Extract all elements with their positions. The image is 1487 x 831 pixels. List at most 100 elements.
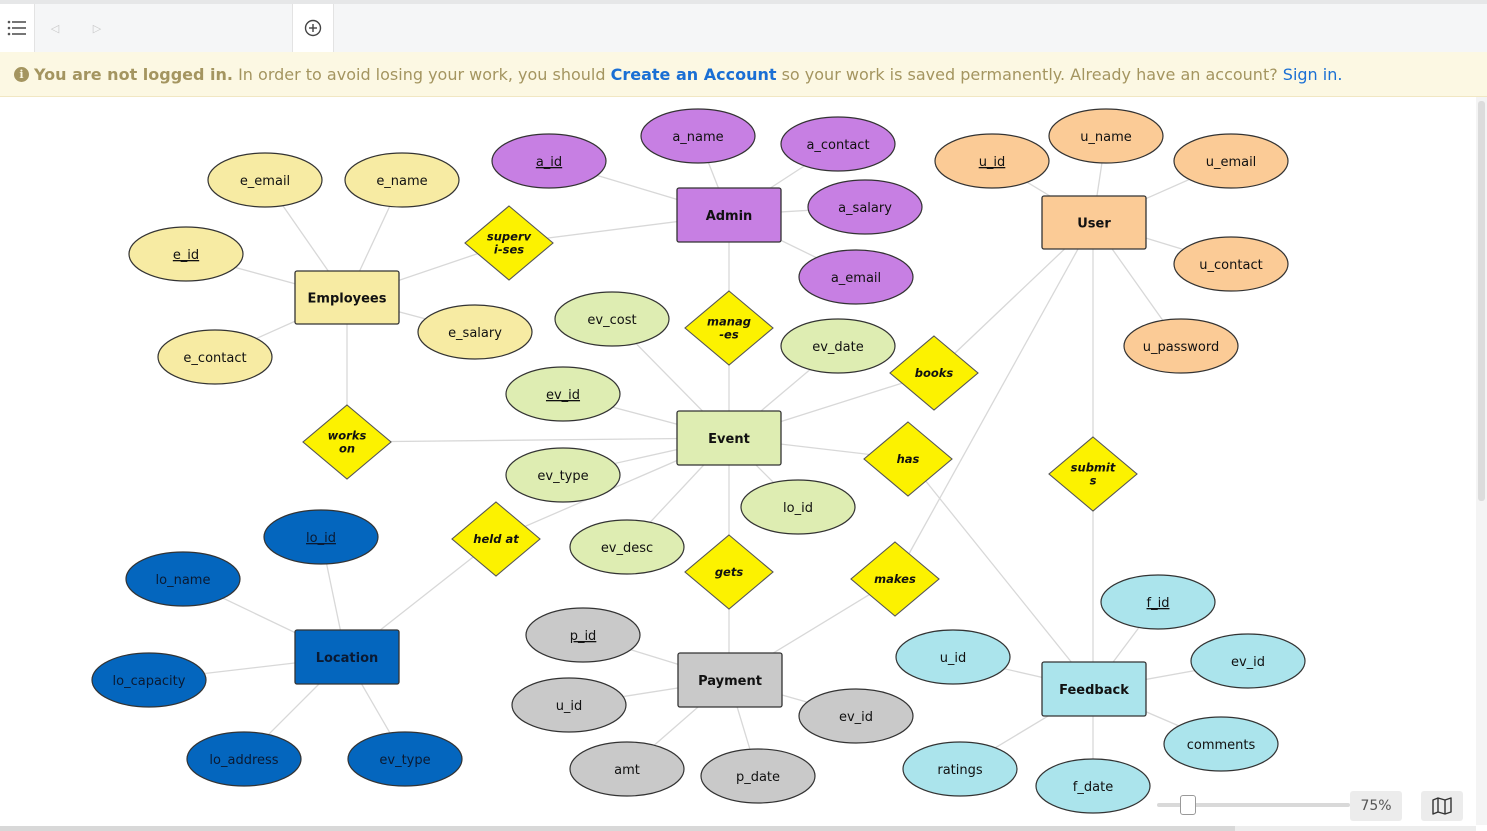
attribute-ellipse[interactable] [491, 133, 607, 189]
attribute-ellipse[interactable] [1173, 133, 1289, 189]
attribute-a-name[interactable]: a_name [640, 108, 756, 164]
entity-box[interactable] [294, 629, 400, 685]
attribute-ellipse[interactable] [1173, 236, 1289, 292]
relationship-held-at[interactable]: held at [451, 501, 541, 577]
relationship-diamond[interactable] [1048, 436, 1138, 512]
relationship-diamond[interactable] [889, 335, 979, 411]
attribute-p-u-id[interactable]: u_id [511, 677, 627, 733]
attribute-f-date[interactable]: f_date [1035, 758, 1151, 814]
attribute-ellipse[interactable] [554, 291, 670, 347]
attribute-amt[interactable]: amt [569, 741, 685, 797]
attribute-ellipse[interactable] [780, 116, 896, 172]
attribute-ellipse[interactable] [902, 741, 1018, 797]
zoom-slider-track[interactable] [1157, 803, 1350, 807]
entity-payment[interactable]: Payment [677, 652, 783, 708]
attribute-ellipse[interactable] [1123, 318, 1239, 374]
vertical-scrollbar[interactable] [1476, 97, 1487, 825]
map-icon[interactable] [1421, 791, 1463, 821]
attribute-u-name[interactable]: u_name [1048, 108, 1164, 164]
entity-admin[interactable]: Admin [676, 187, 782, 243]
entity-box[interactable] [676, 187, 782, 243]
attribute-ellipse[interactable] [505, 447, 621, 503]
attribute-lo-capacity[interactable]: lo_capacity [91, 652, 207, 708]
attribute-lo-address[interactable]: lo_address [186, 731, 302, 787]
attribute-f-ev-id[interactable]: ev_id [1190, 633, 1306, 689]
create-account-link[interactable]: Create an Account [610, 64, 777, 84]
relationship-manages[interactable]: manag-es [684, 290, 774, 366]
attribute-a-contact[interactable]: a_contact [780, 116, 896, 172]
horizontal-scrollbar-thumb[interactable] [0, 826, 1235, 831]
zoom-slider-thumb[interactable] [1180, 795, 1196, 815]
attribute-ev-id[interactable]: ev_id [505, 366, 621, 422]
attribute-lo-name[interactable]: lo_name [125, 551, 241, 607]
relationship-diamond[interactable] [850, 541, 940, 617]
attribute-lo-id[interactable]: lo_id [263, 509, 379, 565]
attribute-ellipse[interactable] [91, 652, 207, 708]
plus-circle-icon[interactable] [292, 4, 334, 52]
attribute-a-id[interactable]: a_id [491, 133, 607, 189]
attribute-e-contact[interactable]: e_contact [157, 329, 273, 385]
attribute-e-email[interactable]: e_email [207, 152, 323, 208]
attribute-ellipse[interactable] [125, 551, 241, 607]
relationship-diamond[interactable] [684, 290, 774, 366]
relationship-diamond[interactable] [863, 421, 953, 497]
attribute-ellipse[interactable] [780, 318, 896, 374]
relationship-diamond[interactable] [464, 205, 554, 281]
attribute-ellipse[interactable] [263, 509, 379, 565]
attribute-ellipse[interactable] [511, 677, 627, 733]
attribute-ellipse[interactable] [934, 133, 1050, 189]
triangle-right-icon[interactable]: ▷ [92, 21, 102, 35]
entity-box[interactable] [294, 270, 400, 325]
relationship-diamond[interactable] [684, 534, 774, 610]
attribute-ellipse[interactable] [347, 731, 463, 787]
attribute-ev-type[interactable]: ev_type [505, 447, 621, 503]
attribute-ellipse[interactable] [1100, 574, 1216, 630]
attribute-u-email[interactable]: u_email [1173, 133, 1289, 189]
attribute-ellipse[interactable] [569, 519, 685, 575]
entity-location[interactable]: Location [294, 629, 400, 685]
attribute-ratings[interactable]: ratings [902, 741, 1018, 797]
attribute-ellipse[interactable] [417, 304, 533, 360]
attribute-e-salary[interactable]: e_salary [417, 304, 533, 360]
relationship-diamond[interactable] [302, 404, 392, 480]
relationship-books[interactable]: books [889, 335, 979, 411]
attribute-ellipse[interactable] [798, 688, 914, 744]
attribute-ev-lo-id[interactable]: lo_id [740, 479, 856, 535]
attribute-ev-desc[interactable]: ev_desc [569, 519, 685, 575]
attribute-ellipse[interactable] [1190, 633, 1306, 689]
attribute-p-ev-id[interactable]: ev_id [798, 688, 914, 744]
attribute-u-password[interactable]: u_password [1123, 318, 1239, 374]
attribute-u-contact[interactable]: u_contact [1173, 236, 1289, 292]
attribute-lo-ev-type[interactable]: ev_type [347, 731, 463, 787]
entity-box[interactable] [1041, 195, 1147, 250]
sign-in-link[interactable]: Sign in. [1282, 64, 1343, 84]
attribute-comments[interactable]: comments [1163, 716, 1279, 772]
attribute-f-id[interactable]: f_id [1100, 574, 1216, 630]
attribute-ellipse[interactable] [569, 741, 685, 797]
relationship-makes[interactable]: makes [850, 541, 940, 617]
attribute-ellipse[interactable] [207, 152, 323, 208]
attribute-ellipse[interactable] [640, 108, 756, 164]
entity-box[interactable] [677, 652, 783, 708]
hamburger-menu-icon[interactable] [0, 4, 35, 52]
attribute-p-id[interactable]: p_id [525, 607, 641, 663]
attribute-ellipse[interactable] [1035, 758, 1151, 814]
attribute-u-id[interactable]: u_id [934, 133, 1050, 189]
attribute-ellipse[interactable] [700, 748, 816, 804]
triangle-left-icon[interactable]: ◁ [50, 21, 60, 35]
relationship-diamond[interactable] [451, 501, 541, 577]
relationship-has[interactable]: has [863, 421, 953, 497]
attribute-a-email[interactable]: a_email [798, 249, 914, 305]
horizontal-scrollbar[interactable] [0, 826, 1476, 831]
attribute-ellipse[interactable] [157, 329, 273, 385]
attribute-ellipse[interactable] [740, 479, 856, 535]
attribute-ellipse[interactable] [186, 731, 302, 787]
entity-feedback[interactable]: Feedback [1041, 661, 1147, 717]
vertical-scrollbar-thumb[interactable] [1478, 101, 1485, 501]
attribute-ellipse[interactable] [1048, 108, 1164, 164]
attribute-ev-date[interactable]: ev_date [780, 318, 896, 374]
